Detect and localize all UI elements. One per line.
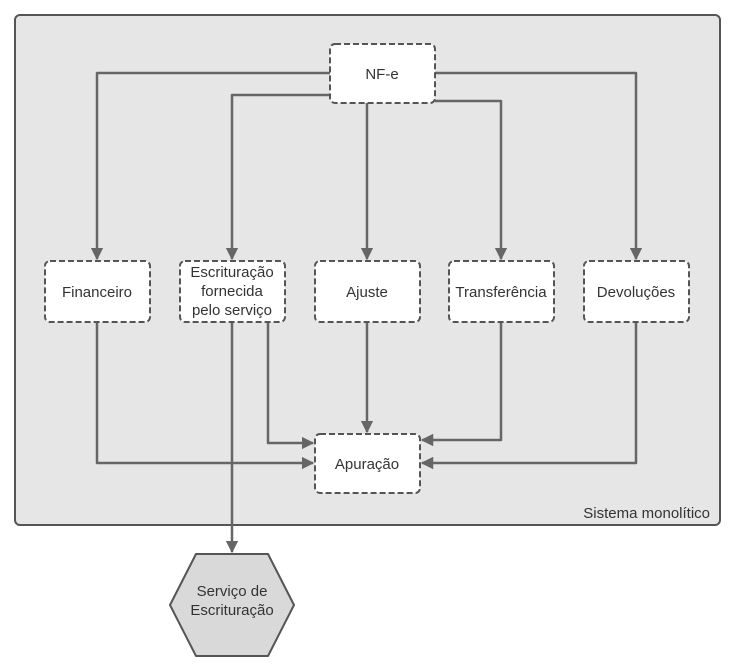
edge-transferencia-apuracao [420, 322, 503, 447]
node-escrituracao-line-2: fornecida [201, 283, 263, 300]
edge-financeiro-apuracao [95, 322, 315, 470]
edge-escrituracao-apuracao [266, 322, 315, 450]
node-ajuste: Ajuste [314, 260, 421, 323]
edge-nfe-escrituracao [225, 93, 330, 261]
edge-nfe-financeiro [90, 71, 330, 261]
external-service-line-2: Escrituração [190, 602, 273, 619]
node-nfe-label: NF-e [365, 66, 398, 83]
node-devolucoes-label: Devoluções [597, 284, 675, 301]
node-nfe: NF-e [329, 43, 436, 104]
node-escrituracao-line-1: Escrituração [190, 264, 273, 281]
node-devolucoes: Devoluções [583, 260, 690, 323]
edge-nfe-devolucoes [435, 71, 643, 261]
node-financeiro-label: Financeiro [62, 284, 132, 301]
edge-devolucoes-apuracao [420, 322, 638, 470]
external-service-line-1: Serviço de [197, 583, 268, 600]
node-ajuste-label: Ajuste [346, 284, 388, 301]
node-apuracao-label: Apuração [335, 456, 399, 473]
node-financeiro: Financeiro [44, 260, 151, 323]
external-service-escrituracao: Serviço de Escrituração [169, 553, 295, 657]
edge-nfe-transferencia [435, 99, 508, 261]
node-transferencia-label: Transferência [455, 284, 547, 301]
node-escrituracao: Escrituração fornecida pelo serviço [179, 260, 286, 323]
node-apuracao: Apuração [314, 433, 421, 494]
container-label: Sistema monolítico [583, 505, 710, 522]
node-escrituracao-line-3: pelo serviço [192, 302, 272, 319]
node-transferencia: Transferência [448, 260, 555, 323]
edges [90, 71, 643, 554]
